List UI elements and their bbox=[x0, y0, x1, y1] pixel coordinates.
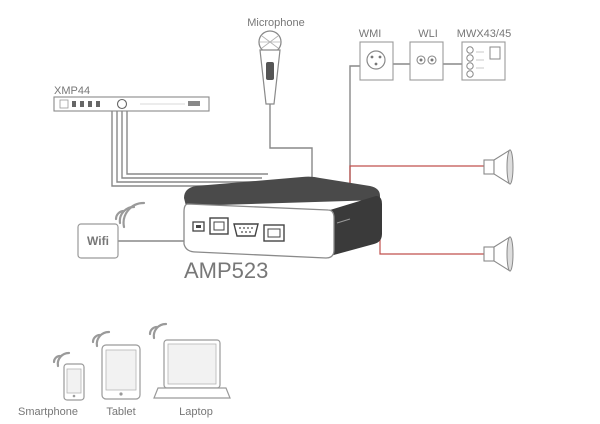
microphone-label: Microphone bbox=[247, 17, 304, 29]
laptop-wifi-icon bbox=[148, 322, 168, 340]
smartphone-wifi-icon bbox=[52, 351, 71, 368]
wall-panel-cable bbox=[349, 65, 360, 186]
tablet-icon bbox=[101, 344, 141, 400]
xmp44-label: XMP44 bbox=[54, 85, 90, 97]
smartphone-label: Smartphone bbox=[18, 406, 78, 418]
microphone-cable bbox=[269, 120, 313, 186]
amp523-device bbox=[183, 176, 382, 259]
wifi-label: Wifi bbox=[87, 234, 109, 248]
wmi-panel bbox=[359, 41, 394, 81]
amp523-label: AMP523 bbox=[184, 258, 268, 283]
speaker-cable-bottom bbox=[379, 222, 484, 255]
wifi-router bbox=[77, 223, 119, 259]
wmi-label: WMI bbox=[359, 28, 382, 40]
speaker-top-icon bbox=[483, 149, 514, 185]
speaker-bottom-icon bbox=[483, 236, 514, 272]
tablet-wifi-icon bbox=[91, 330, 111, 348]
laptop-label: Laptop bbox=[179, 406, 213, 418]
wli-label: WLI bbox=[418, 28, 438, 40]
wifi-signal-icon bbox=[114, 201, 146, 229]
wli-panel bbox=[409, 41, 444, 81]
xmp-cable-4 bbox=[126, 110, 268, 175]
smartphone-icon bbox=[63, 363, 85, 401]
mwx-label: MWX43/45 bbox=[457, 28, 511, 40]
mwx-panel bbox=[461, 41, 506, 81]
xmp-cable-3 bbox=[121, 110, 262, 179]
xmp-cable-2 bbox=[116, 110, 255, 183]
microphone-icon bbox=[258, 30, 282, 120]
tablet-label: Tablet bbox=[106, 406, 135, 418]
xmp44-device bbox=[53, 96, 210, 112]
laptop-icon bbox=[153, 339, 231, 399]
speaker-cable-top bbox=[349, 165, 484, 186]
